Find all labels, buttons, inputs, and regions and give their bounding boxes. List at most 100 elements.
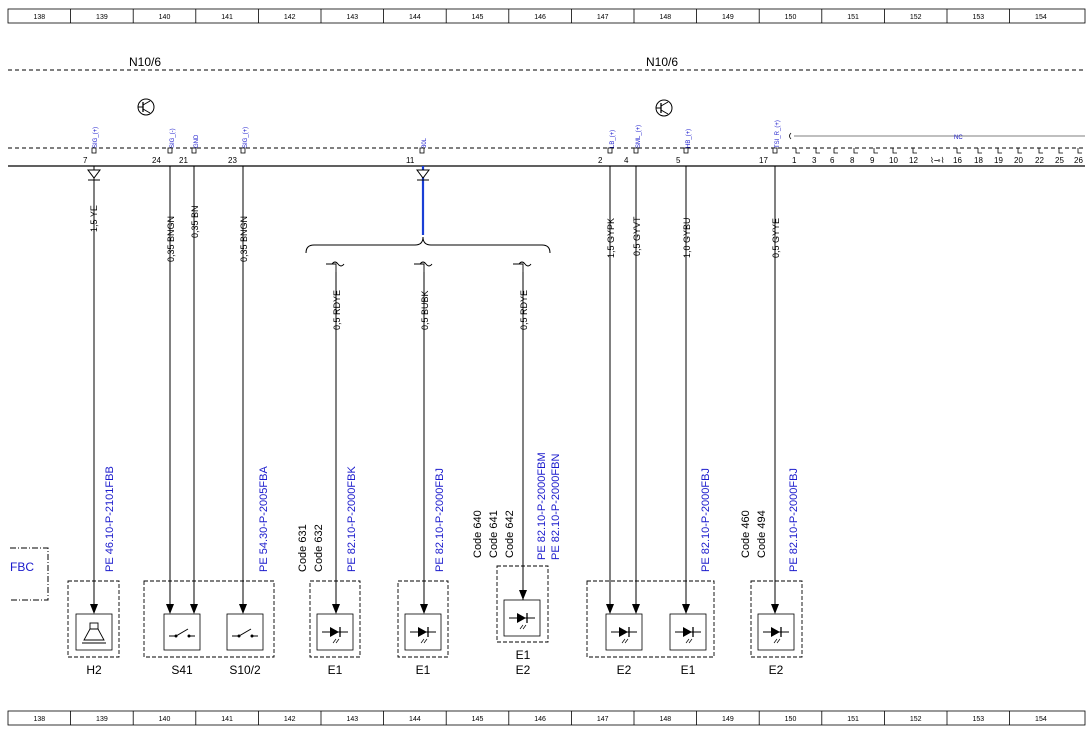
pin-number: 11 xyxy=(406,156,415,165)
wire-label: 0,35 BNGN xyxy=(166,216,176,262)
ruler-cell-label: 145 xyxy=(472,716,484,723)
nc-pin-tick xyxy=(1017,148,1022,154)
pe-reference-link[interactable]: PE 82.10-P-2000FBM xyxy=(536,452,548,560)
ruler-cell-label: 139 xyxy=(96,14,108,21)
ruler-cell-label: 151 xyxy=(847,716,859,723)
ruler-cell-label: 146 xyxy=(534,716,546,723)
pin-number: 5 xyxy=(676,156,681,165)
ruler-cell-label: 140 xyxy=(159,716,171,723)
nc-pin-tick xyxy=(977,148,982,154)
wire-label: 1,5 GYPK xyxy=(606,218,616,258)
ruler-cell-label: 147 xyxy=(597,14,609,21)
break-symbol: ⌇⊸⌇ xyxy=(930,156,945,165)
ruler-cell-label: 150 xyxy=(785,14,797,21)
pin-number: 24 xyxy=(152,156,161,165)
pe-reference-link[interactable]: PE 54.30-P-2005FBA xyxy=(258,466,270,572)
nc-pin-tick xyxy=(853,148,858,154)
pe-reference-link[interactable]: PE 82.10-P-2000FBK xyxy=(346,466,358,572)
component-frames xyxy=(67,565,803,658)
pe-reference-link[interactable]: PE 82.10-P-2000FBJ xyxy=(434,468,446,572)
pe-reference-link[interactable]: PE 82.10-P-2000FBN xyxy=(550,454,562,560)
nc-pin-number: 26 xyxy=(1074,156,1083,165)
nc-pin-tick xyxy=(795,148,800,154)
led-icon xyxy=(404,613,442,651)
component-label: E2 xyxy=(769,663,784,677)
nc-pin-tick xyxy=(956,148,961,154)
pe-reference-link[interactable]: PE 82.10-P-2000FBJ xyxy=(788,468,800,572)
nc-pin-number: 19 xyxy=(994,156,1003,165)
nc-pin-tick xyxy=(1038,148,1043,154)
ruler-cell-label: 149 xyxy=(722,14,734,21)
wire-label: 0,5 RDYE xyxy=(332,290,342,330)
ruler-cell-label: 144 xyxy=(409,14,421,21)
led-icon xyxy=(316,613,354,651)
pin-number: 23 xyxy=(228,156,237,165)
led-icon xyxy=(503,599,541,637)
component-label: E1 xyxy=(516,648,531,662)
wire-label: 0,5 BUBK xyxy=(420,290,430,330)
wire-label: 0,5 GYVT xyxy=(632,216,642,256)
ruler-cell-label: 148 xyxy=(659,14,671,21)
pin-number: 4 xyxy=(624,156,629,165)
component-label: E2 xyxy=(617,663,632,677)
ruler-cell-label: 149 xyxy=(722,716,734,723)
branch-break-marks xyxy=(326,261,532,272)
code-label: Code 631 xyxy=(297,524,309,572)
transistor-icon xyxy=(655,99,673,117)
ruler-cell-label: 154 xyxy=(1035,716,1047,723)
ruler-cell-label: 146 xyxy=(534,14,546,21)
code-label: Code 460 xyxy=(740,510,752,558)
pe-reference-link[interactable]: PE 46.10-P-2101FBB xyxy=(104,466,116,572)
led-icon xyxy=(605,613,643,651)
nc-pin-number: 25 xyxy=(1055,156,1064,165)
ruler-cell-label: 154 xyxy=(1035,14,1047,21)
component-label: E1 xyxy=(328,663,343,677)
nc-pin-tick xyxy=(1058,148,1063,154)
pin-terminals xyxy=(91,147,778,154)
nc-pin-number: 18 xyxy=(974,156,983,165)
signal-label: TSI_R_(+) xyxy=(775,120,781,148)
signal-label: LB_(+) xyxy=(610,130,616,148)
ruler-cell-label: 138 xyxy=(33,716,45,723)
ruler-cell-label: 141 xyxy=(221,716,233,723)
ruler-cell-label: 145 xyxy=(472,14,484,21)
nc-pin-tick xyxy=(873,148,878,154)
nc-pin-tick xyxy=(997,148,1002,154)
component-label: E2 xyxy=(516,663,531,677)
ruler-cell-label: 152 xyxy=(910,14,922,21)
signal-label: SIG_(+) xyxy=(93,127,99,148)
ruler-cell-label: 151 xyxy=(847,14,859,21)
component-label: H2 xyxy=(86,663,102,677)
wire-arrows xyxy=(90,590,779,614)
switch-icon xyxy=(163,613,201,651)
code-label: Code 640 xyxy=(472,510,484,558)
code-label: Code 642 xyxy=(504,510,516,558)
fbc-box: FBC xyxy=(10,547,49,601)
nc-pin-number: 3 xyxy=(812,156,817,165)
ecu-label: N10/6 xyxy=(646,55,678,69)
nc-pin-number: 1 xyxy=(792,156,797,165)
nc-pin-tick xyxy=(892,148,897,154)
fbc-link[interactable]: FBC xyxy=(10,560,34,574)
signal-label: 30L xyxy=(422,137,428,148)
ruler-cell-label: 147 xyxy=(597,716,609,723)
branch-brace xyxy=(305,236,551,254)
component-label: E1 xyxy=(416,663,431,677)
pin-number: 17 xyxy=(759,156,768,165)
led-icon xyxy=(669,613,707,651)
nc-label: NC xyxy=(954,135,963,141)
pe-reference-link[interactable]: PE 82.10-P-2000FBJ xyxy=(700,468,712,572)
code-label: Code 641 xyxy=(488,510,500,558)
signal-label: SIG_(+) xyxy=(243,127,249,148)
ruler-cell-label: 143 xyxy=(346,716,358,723)
ruler-cell-label: 153 xyxy=(972,14,984,21)
nc-pin-number: 10 xyxy=(889,156,898,165)
led-icon xyxy=(757,613,795,651)
pin-number: 7 xyxy=(83,156,88,165)
wire-label: 0,35 BNGN xyxy=(239,216,249,262)
signal-label: HB_(+) xyxy=(686,129,692,148)
